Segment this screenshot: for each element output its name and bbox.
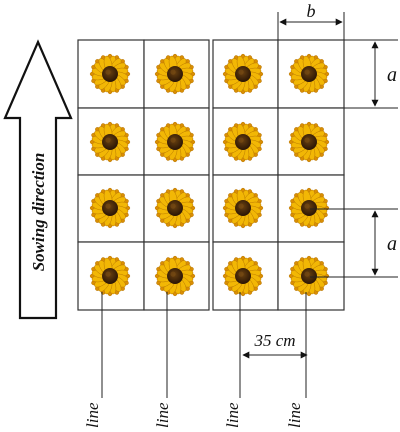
dimension-row-spacing: 35 cm [242, 331, 308, 359]
sowing-direction-label: Sowing direction [29, 153, 48, 272]
line-labels: line line line line [83, 402, 304, 428]
dimension-a-bottom-label: a [387, 233, 397, 255]
sunflower-icon [89, 255, 131, 297]
dimension-b: b [277, 1, 345, 40]
sunflower-icon [222, 187, 264, 229]
sunflower-icon [222, 121, 264, 163]
dimension-a-top: a [344, 39, 398, 109]
sunflower-icon [288, 121, 330, 163]
dimension-a-top-label: a [387, 64, 397, 86]
line-label-1: line [83, 402, 102, 428]
sunflower-icon [222, 255, 264, 297]
sunflower-icon [288, 187, 330, 229]
sunflower-icon [288, 53, 330, 95]
sunflower-icon [89, 53, 131, 95]
line-label-3: line [223, 402, 242, 428]
row-spacing-label: 35 cm [253, 331, 295, 350]
sunflower-icon [154, 255, 196, 297]
dimension-a-bottom: a [310, 208, 398, 278]
sunflower-icon [288, 255, 330, 297]
line-label-4: line [285, 402, 304, 428]
sowing-direction-arrow: Sowing direction [3, 39, 73, 320]
row-lines [101, 292, 307, 398]
dimension-b-label: b [307, 1, 316, 21]
sunflower-plants [89, 53, 330, 297]
sunflower-icon [222, 53, 264, 95]
sunflower-icon [89, 121, 131, 163]
arrow-outline [3, 39, 73, 320]
sunflower-icon [154, 53, 196, 95]
line-label-2: line [153, 402, 172, 428]
sunflower-icon [154, 187, 196, 229]
sunflower-icon [154, 121, 196, 163]
sunflower-icon [89, 187, 131, 229]
